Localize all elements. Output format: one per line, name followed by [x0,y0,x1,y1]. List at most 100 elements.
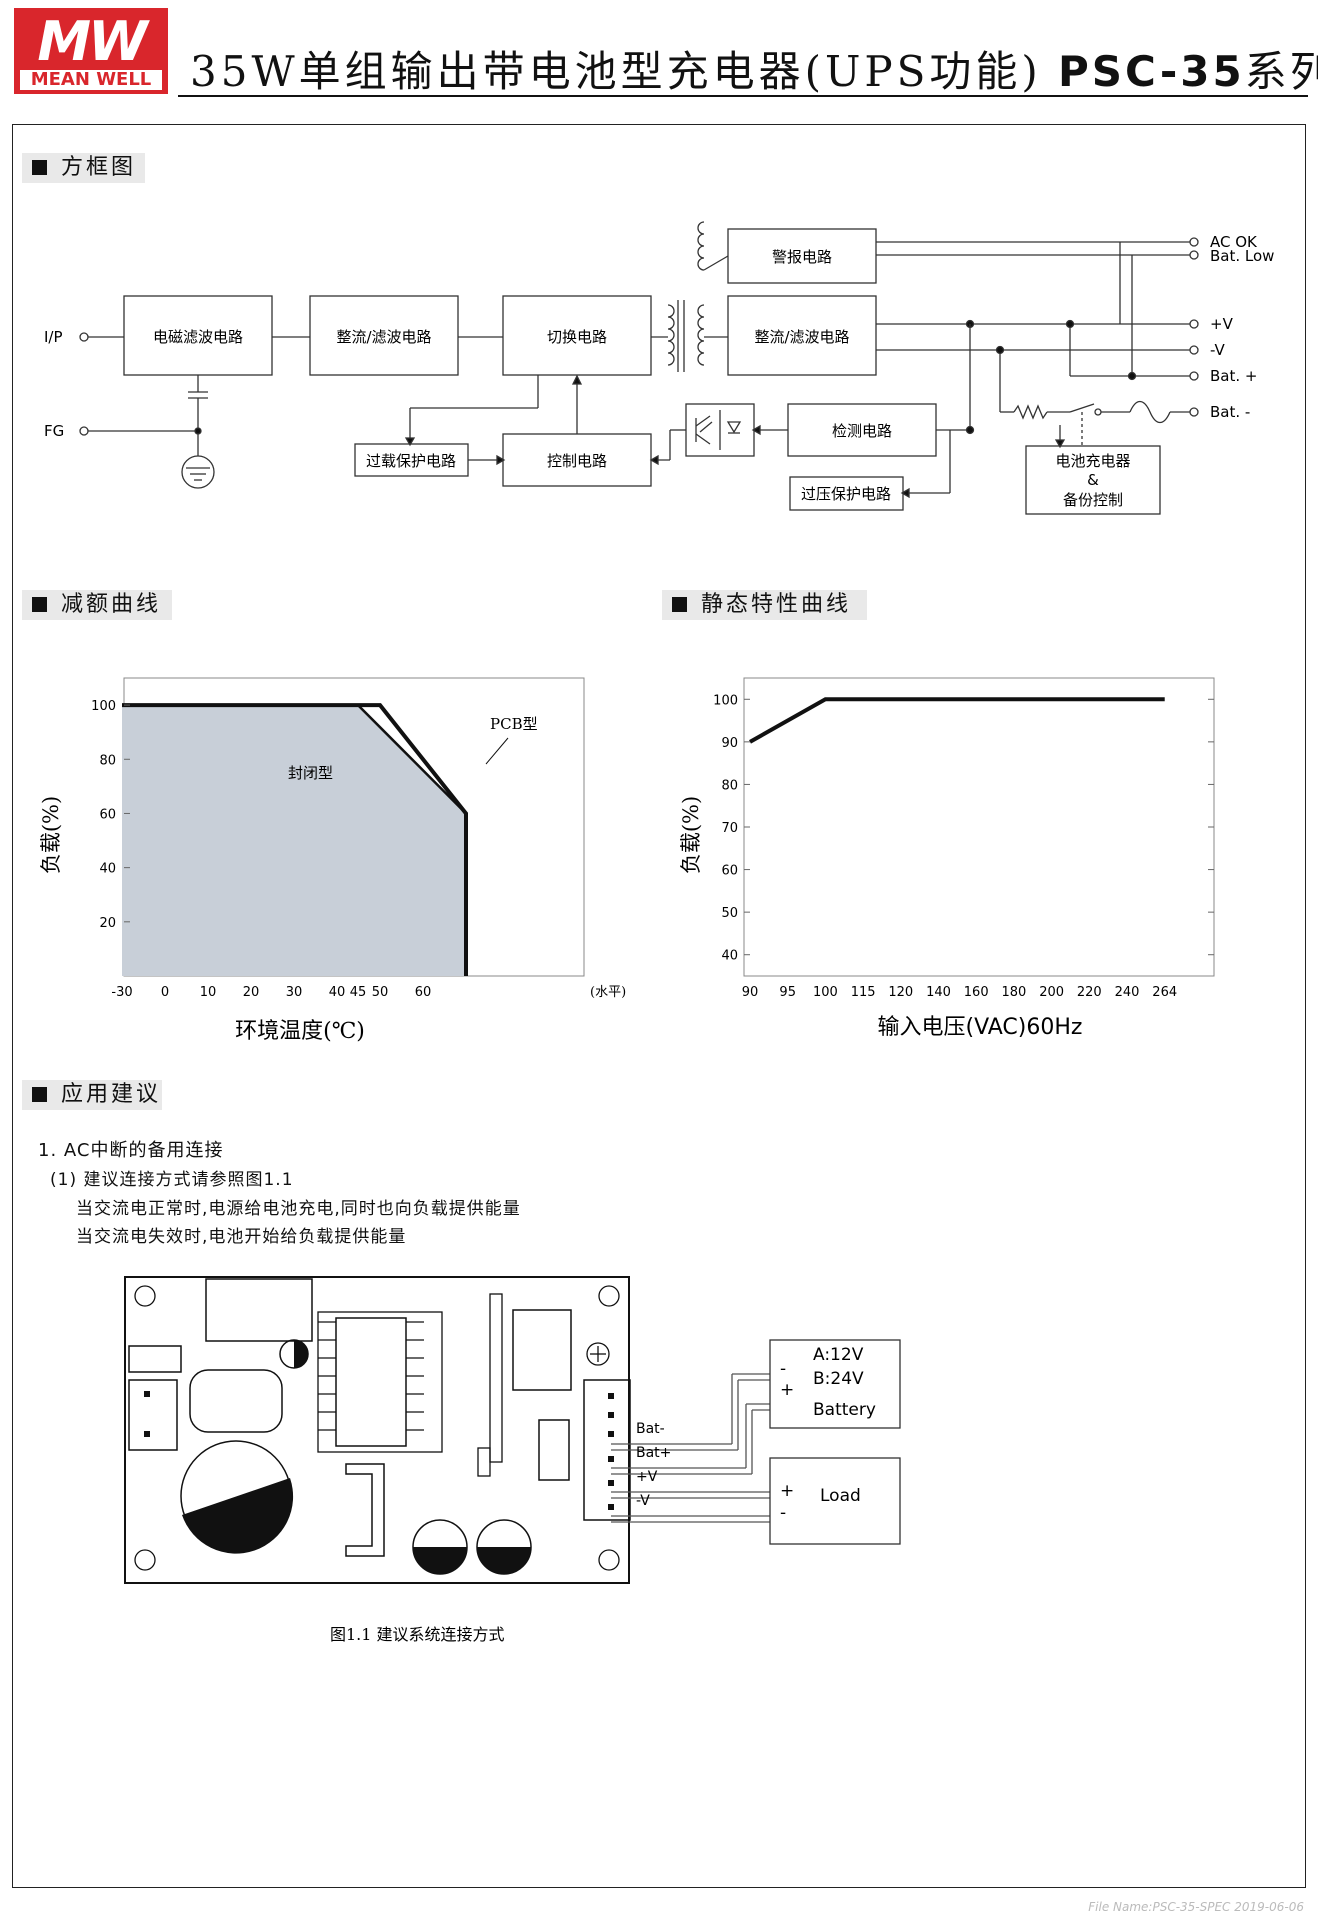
input-ip-label: I/P [44,328,63,346]
load-box [769,1457,901,1545]
block-alarm-label: 警报电路 [772,248,832,266]
x-tick-label: 10 [200,985,217,1000]
y-tick-label: 60 [721,864,738,879]
series-line-load [749,697,1165,744]
section-derating: 减额曲线 [22,590,172,620]
output-bat-low: Bat. Low [1210,247,1274,265]
output-bat-minus: Bat. - [1210,403,1250,421]
pin-label-minus-v: -V [636,1493,650,1509]
x-tick-label: 30 [286,985,303,1000]
x-tick-label: 264 [1152,985,1177,1000]
x-tick-label: 90 [742,985,759,1000]
y-tick-label: 90 [721,736,738,751]
x-tick-label: 220 [1077,985,1102,1000]
block-charger-label-3: 备份控制 [1063,491,1123,509]
pin-label-plus-v: +V [636,1469,658,1485]
block-charger [1025,445,1161,515]
static-plot-frame [743,677,1215,977]
x-unit-label: (水平) [590,985,626,1000]
model-title: PSC-35系列 [1058,38,1318,99]
input-fg-label: FG [44,422,64,440]
x-tick-label: 50 [372,985,389,1000]
output-bat-plus: Bat. + [1210,367,1257,385]
battery-plus: + [780,1380,794,1400]
app-sub-1: (1) 建议连接方式请参照图1.1 [50,1170,294,1190]
y-axis-title: 负载(%) [679,796,703,874]
logo-text: MEAN WELL [30,69,152,90]
block-switch-label: 切换电路 [547,328,607,346]
x-tick-label: 40 [329,985,346,1000]
app-line-2: 当交流电失效时,电池开始给负载提供能量 [76,1227,407,1247]
section-static: 静态特性曲线 [662,590,867,620]
x-tick-label: 180 [1001,985,1026,1000]
y-tick-label: 80 [721,778,738,793]
model-name: PSC-35 [1058,47,1245,96]
x-tick-label: 200 [1039,985,1064,1000]
block-rect1 [309,295,459,376]
x-tick-label: 115 [851,985,876,1000]
bullet-square-icon [32,597,47,612]
block-rect1-label: 整流/滤波电路 [336,328,431,346]
load-minus: - [780,1503,786,1523]
y-tick-label: 40 [721,949,738,964]
x-tick-label: 100 [813,985,838,1000]
y-tick-label: 70 [721,821,738,836]
x-tick-label: 0 [161,985,169,1000]
x-tick-label: 140 [926,985,951,1000]
pin-label-bat-plus: Bat+ [636,1445,671,1461]
series-suffix: 系列 [1244,47,1318,96]
battery-option-a: A:12V [813,1345,864,1365]
app-line-1: 当交流电正常时,电源给电池充电,同时也向负载提供能量 [76,1199,521,1219]
page-title: 35W单组输出带电池型充电器(UPS功能) [190,47,1042,96]
pcb-label-leader [485,737,509,765]
mean-well-logo: MW MEAN WELL [14,8,168,94]
battery-label: Battery [813,1400,876,1420]
block-rect2 [727,295,877,376]
y-axis-title: 负载(%) [39,796,63,874]
y-tick-label: 60 [99,807,116,822]
x-tick-label: 60 [415,985,432,1000]
app-item-1: 1. AC中断的备用连接 [38,1140,224,1161]
logo-mark: MW [37,10,147,73]
load-label: Load [820,1486,861,1506]
block-detect-label: 检测电路 [832,422,892,440]
output-plus-v: +V [1210,315,1234,333]
y-tick-label: 100 [713,693,738,708]
figure-caption: 图1.1 建议系统连接方式 [330,1625,505,1644]
footer-file-name: File Name:PSC-35-SPEC 2019-06-06 [1088,1900,1304,1914]
block-emi-label: 电磁滤波电路 [153,328,243,346]
x-tick-label: 95 [779,985,796,1000]
block-ovp-label: 过压保护电路 [801,485,891,503]
y-tick-label: 100 [91,699,116,714]
battery-minus: - [780,1359,786,1379]
series-label-pcb: PCB型 [490,715,538,733]
block-charger-label-2: & [1087,471,1099,489]
block-diagram: I/P FG 电磁滤波电路 整流/滤波电路 切换电路 警报电路 整流/滤波电路 … [44,221,1274,515]
section-block-diagram: 方框图 [22,153,145,183]
x-axis-title: 环境温度(℃) [235,1019,365,1044]
series-label-enclosed: 封闭型 [288,764,333,782]
y-tick-label: 50 [721,906,738,921]
bullet-square-icon [32,1087,47,1102]
x-tick-label: 120 [888,985,913,1000]
bullet-square-icon [672,597,687,612]
output-minus-v: -V [1210,341,1226,359]
block-control-label: 控制电路 [547,452,607,470]
x-axis-title: 输入电压(VAC)60Hz [878,1015,1083,1040]
block-detect [787,403,937,457]
connection-diagram: Bat- Bat+ +V -V A:12V B:24V Battery - + … [124,1276,901,1644]
x-tick-label: -30 [111,985,132,1000]
y-tick-label: 40 [99,862,116,877]
block-ovp [789,476,904,511]
x-tick-label: 240 [1115,985,1140,1000]
enclosed-area-fill [122,705,466,976]
bullet-square-icon [32,160,47,175]
battery-option-b: B:24V [813,1369,864,1389]
output-ac-ok: AC OK [1210,233,1258,251]
pcb-outline [124,1276,630,1584]
block-charger-label-1: 电池充电器 [1055,452,1130,470]
y-tick-label: 20 [99,916,116,931]
block-olp-label: 过载保护电路 [366,452,456,470]
x-tick-label: 160 [964,985,989,1000]
